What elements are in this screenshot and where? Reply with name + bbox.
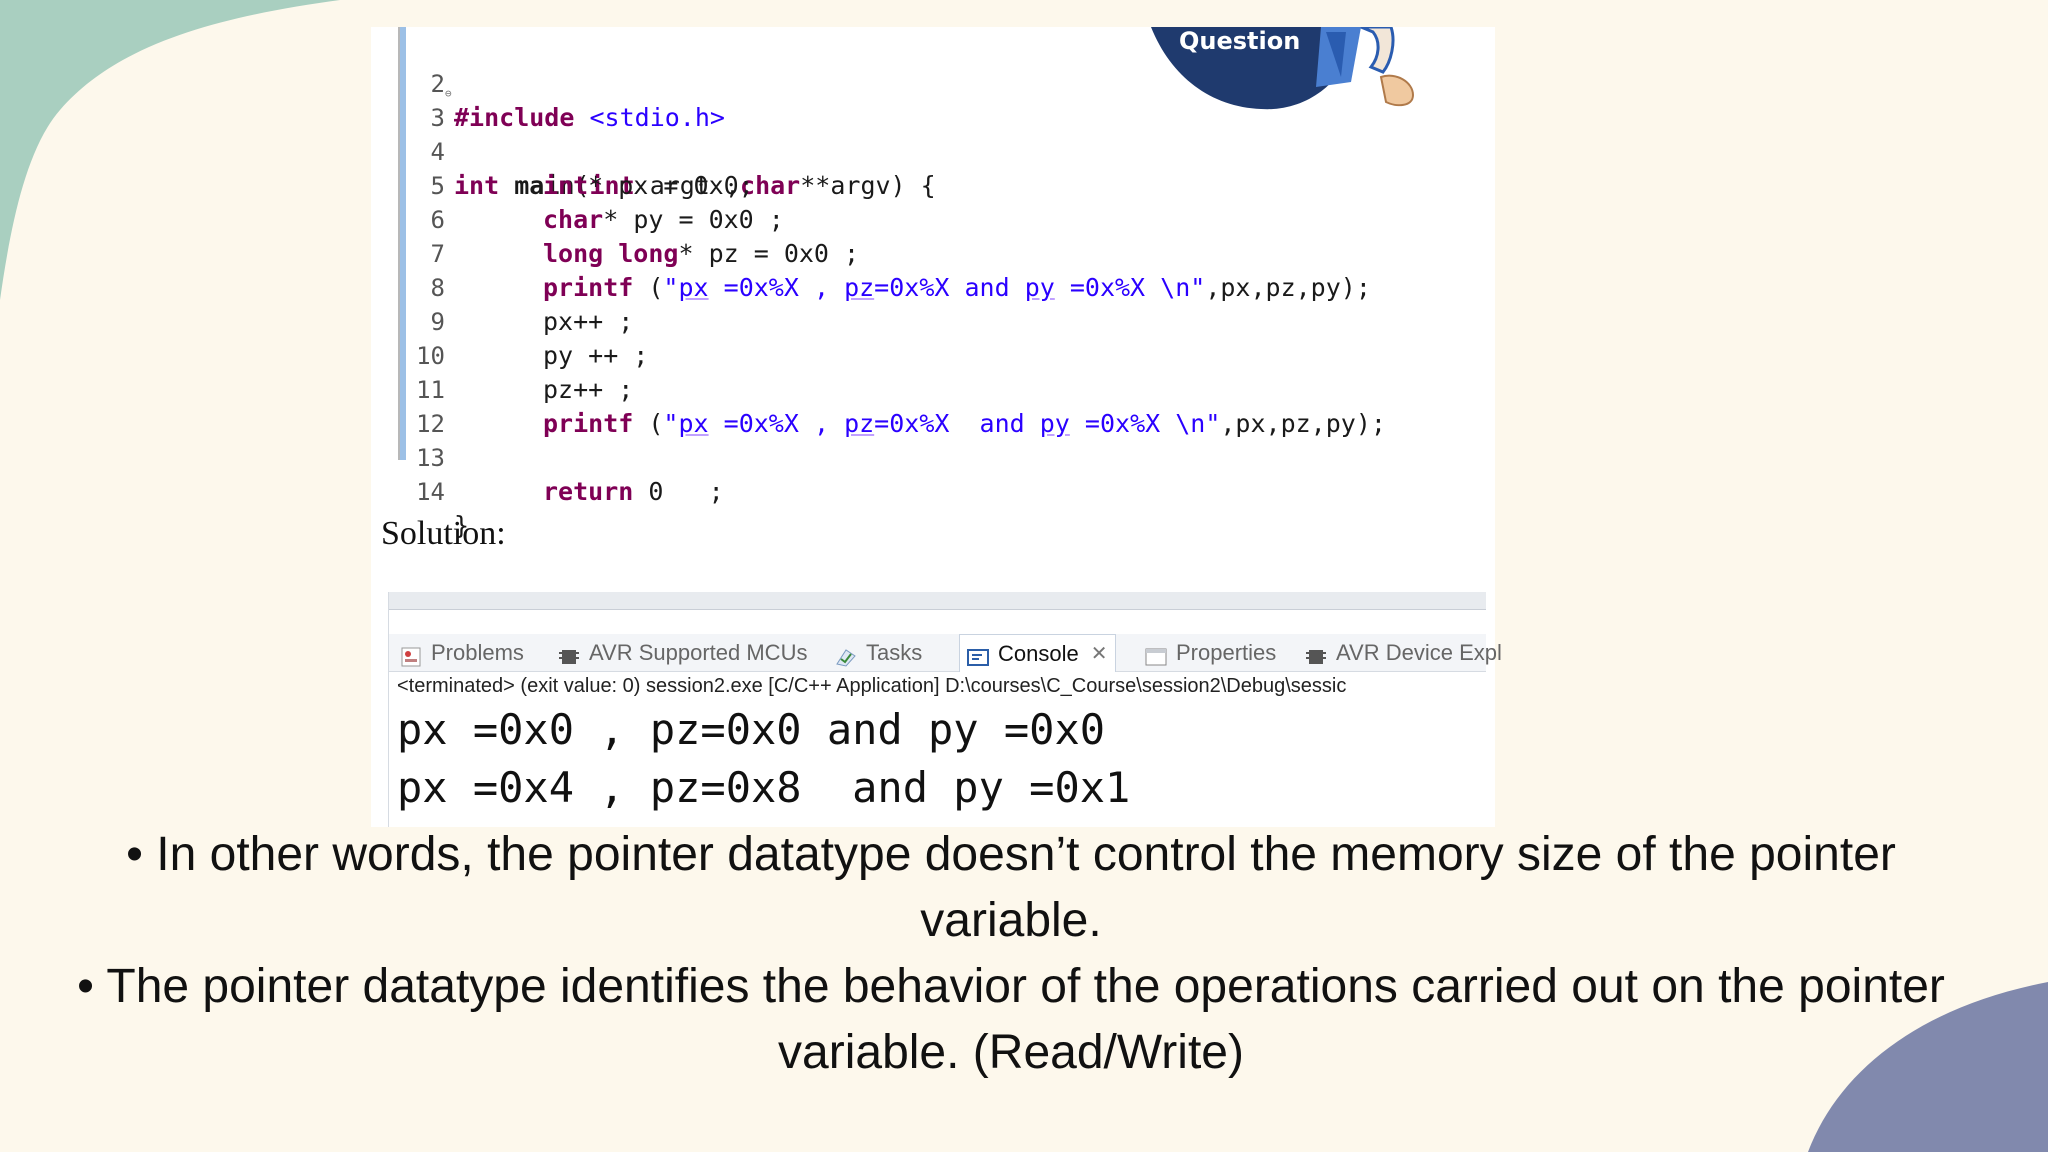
chip-icon — [557, 642, 581, 664]
editor-gutter-bar — [398, 27, 406, 460]
line-number: 3 — [430, 104, 445, 132]
console-icon — [966, 643, 990, 666]
bullet-item: • In other words, the pointer datatype d… — [126, 828, 1896, 947]
console-panel: Problems AVR Supported MCUs Tasks Consol… — [388, 592, 1502, 827]
line-number: 8 — [430, 274, 445, 302]
properties-icon — [1144, 642, 1168, 666]
code-editor: 2 #include <stdio.h> 3 ⊖ int main(int ar… — [383, 27, 1483, 540]
line-number: 12 — [416, 410, 445, 438]
code-line: 8 px++ ; — [383, 237, 634, 336]
view-tab-bar: Problems AVR Supported MCUs Tasks Consol… — [389, 634, 1502, 672]
bullet-item: • The pointer datatype identifies the be… — [77, 960, 1945, 1079]
code-line: 2 #include <stdio.h> — [383, 33, 725, 132]
console-status-path: <terminated> (exit value: 0) session2.ex… — [397, 675, 1347, 697]
line-number: 9 — [430, 308, 445, 336]
question-label: Question — [1179, 27, 1301, 55]
bullet-list: • In other words, the pointer datatype d… — [0, 822, 2048, 1086]
tab-console[interactable]: Console ✕ — [959, 634, 1117, 672]
console-output-line: px =0x4 , pz=0x8 and py =0x1 — [397, 763, 1131, 812]
line-number: 6 — [430, 206, 445, 234]
line-number: 13 — [416, 444, 445, 472]
question-character-icon — [1151, 25, 1415, 110]
line-number: 14 — [416, 478, 445, 506]
line-number: 2 — [430, 70, 445, 98]
code-line: 13 return 0 ; — [383, 407, 724, 506]
code-line: 11 printf ("px =0x%X , pz=0x%X and py =0… — [383, 339, 1386, 438]
code-line: 7 printf ("px =0x%X , pz=0x%X and py =0x… — [383, 203, 1371, 302]
line-number: 4 — [430, 138, 445, 166]
line-number: 5 — [430, 172, 445, 200]
code-line: 14 } — [383, 441, 473, 540]
line-number: 10 — [416, 342, 445, 370]
screenshot-figure: 2 #include <stdio.h> 3 ⊖ int main(int ar… — [371, 25, 1502, 827]
code-line: 3 ⊖ int main(int argt ,char**argv) { — [383, 67, 936, 200]
line-number: 11 — [416, 376, 445, 404]
tab-avr-device-explorer[interactable]: AVR Device Expl — [1304, 634, 1502, 672]
chip-icon — [1304, 642, 1328, 664]
close-icon[interactable]: ✕ — [1090, 642, 1108, 665]
code-line: 6 long long* pz = 0x0 ; — [383, 169, 860, 268]
code-line: 4 int* px = 0x0; — [383, 101, 754, 200]
fold-icon[interactable]: ⊖ — [445, 87, 452, 100]
code-line: 5 char* py = 0x0 ; — [383, 135, 784, 234]
code-line: 9 py ++ ; — [383, 271, 649, 370]
question-badge: Question — [1151, 25, 1471, 117]
line-number: 7 — [430, 240, 445, 268]
console-output-line: px =0x0 , pz=0x0 and py =0x0 — [397, 705, 1106, 754]
tab-properties[interactable]: Properties — [1144, 634, 1276, 672]
tasks-icon — [834, 642, 858, 667]
editor-scroll-strip — [389, 592, 1486, 610]
tab-avr-supported-mcus[interactable]: AVR Supported MCUs — [557, 634, 807, 672]
problems-icon — [399, 642, 423, 667]
decorative-blob-bottom-right — [1808, 982, 2048, 1152]
tab-problems[interactable]: Problems — [399, 634, 524, 672]
solution-label: Solution: — [381, 515, 506, 552]
code-line: 12 — [383, 373, 473, 438]
decorative-blob-top-left — [0, 0, 380, 310]
code-line: 10 pz++ ; — [383, 305, 633, 404]
tab-tasks[interactable]: Tasks — [834, 634, 922, 672]
